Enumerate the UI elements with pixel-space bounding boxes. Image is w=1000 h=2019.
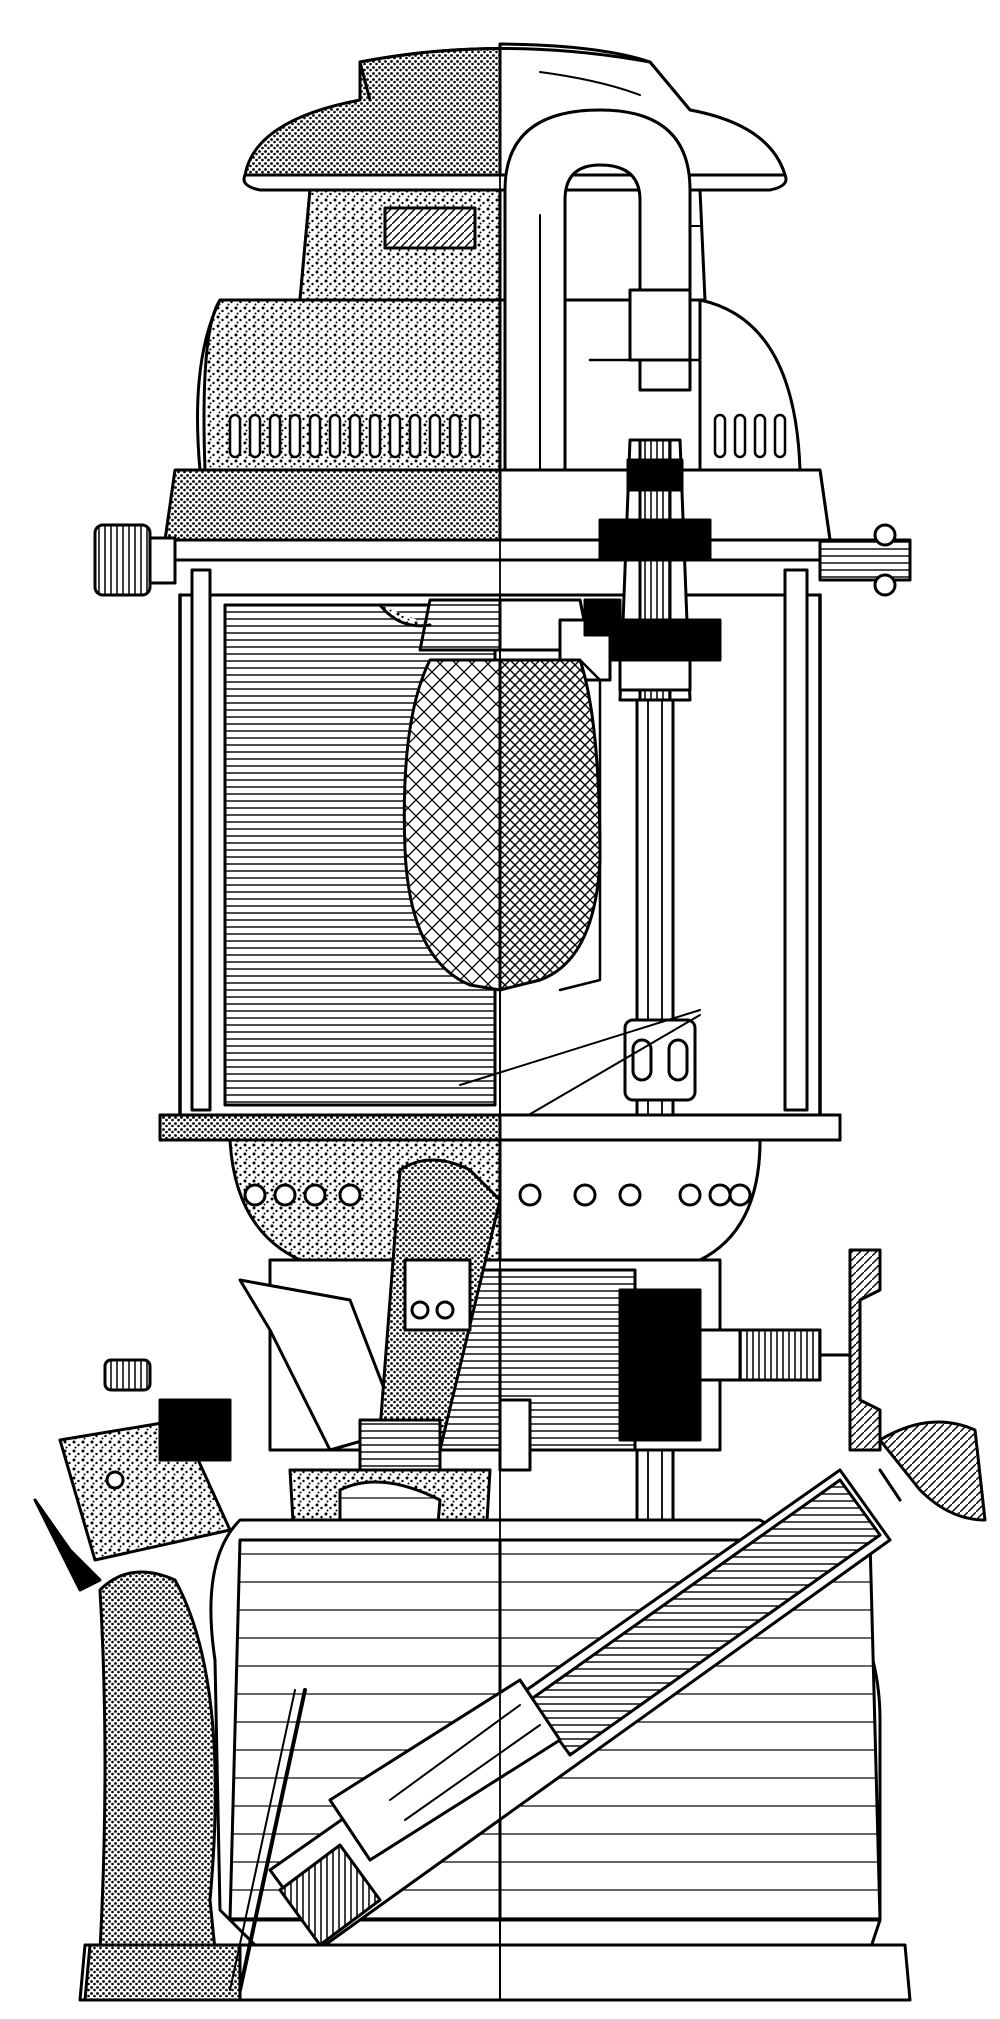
pump-plunger [268, 1420, 987, 1947]
fuel-valve [618, 1248, 882, 1452]
filler-cap [33, 1358, 232, 1592]
mantle [402, 658, 602, 992]
pricker-rod [229, 1688, 307, 1992]
burner-nozzle [378, 598, 622, 682]
generator-tube [503, 108, 702, 542]
vent-holes [228, 413, 787, 459]
